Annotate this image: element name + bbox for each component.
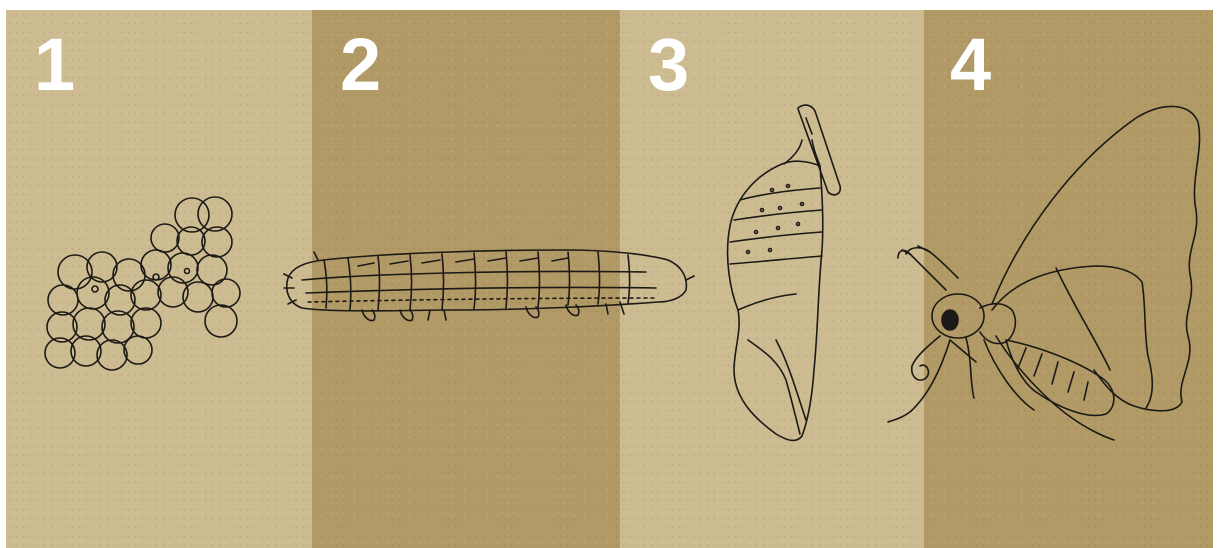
butterfly-illustration	[888, 106, 1200, 440]
caterpillar-illustration	[284, 250, 694, 321]
life-cycle-illustrations	[6, 10, 1213, 548]
life-cycle-diagram: 1	[6, 10, 1213, 548]
chrysalis-illustration	[728, 105, 841, 440]
